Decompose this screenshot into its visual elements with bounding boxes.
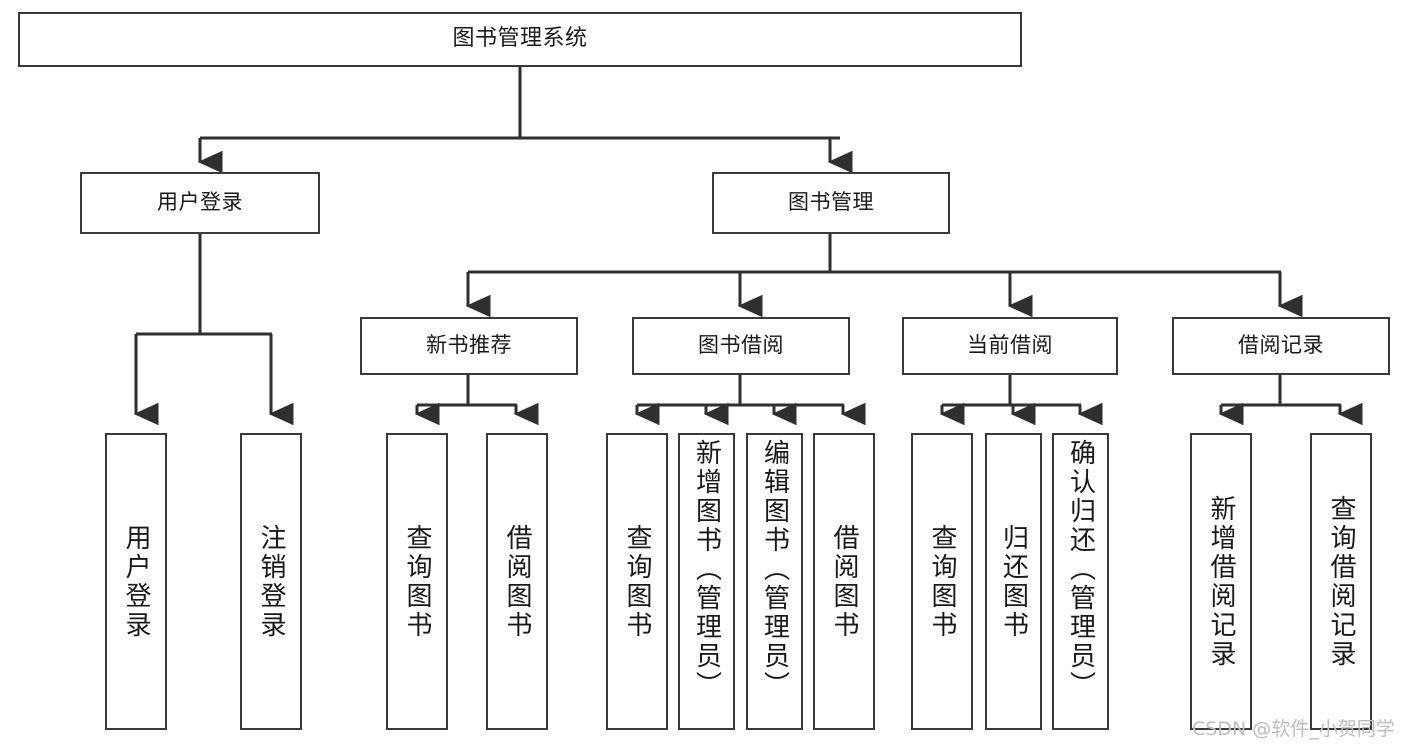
leaf-confirm-return[interactable]: 确认归还（管理员）: [1052, 433, 1109, 730]
leaf-borrow-book-1[interactable]: 借阅图书: [486, 433, 548, 730]
node-book-manage[interactable]: 图书管理: [712, 172, 950, 234]
leaf-add-book-label: 新增图书（管理员）: [691, 439, 722, 700]
node-book-borrow-label: 图书借阅: [698, 333, 784, 358]
node-root[interactable]: 图书管理系统: [18, 12, 1022, 67]
leaf-logout-login[interactable]: 注销登录: [240, 433, 302, 730]
leaf-edit-book[interactable]: 编辑图书（管理员）: [746, 433, 803, 730]
leaf-return-book[interactable]: 归还图书: [985, 433, 1042, 730]
leaf-borrow-book-2[interactable]: 借阅图书: [813, 433, 875, 730]
node-current-borrow[interactable]: 当前借阅: [902, 317, 1118, 375]
leaf-query-record[interactable]: 查询借阅记录: [1310, 433, 1372, 730]
leaf-user-login[interactable]: 用户登录: [105, 433, 167, 730]
leaf-edit-book-label: 编辑图书（管理员）: [759, 439, 790, 700]
node-borrow-record-label: 借阅记录: [1238, 333, 1324, 358]
leaf-query-record-label: 查询借阅记录: [1326, 494, 1357, 669]
node-new-book-recommend-label: 新书推荐: [426, 333, 512, 358]
node-borrow-record[interactable]: 借阅记录: [1172, 317, 1390, 375]
watermark: CSDN @软件_小贺同学: [1192, 718, 1395, 740]
leaf-borrow-book-2-label: 借阅图书: [829, 523, 860, 640]
leaf-return-book-label: 归还图书: [998, 523, 1029, 640]
leaf-query-book-3-label: 查询图书: [927, 523, 958, 640]
leaf-query-book-1[interactable]: 查询图书: [386, 433, 448, 730]
node-root-label: 图书管理系统: [452, 26, 588, 52]
node-user-login[interactable]: 用户登录: [80, 172, 320, 234]
node-book-borrow[interactable]: 图书借阅: [632, 317, 850, 375]
leaf-query-book-3[interactable]: 查询图书: [911, 433, 973, 730]
node-user-login-label: 用户登录: [157, 190, 243, 215]
node-current-borrow-label: 当前借阅: [967, 333, 1053, 358]
leaf-add-book[interactable]: 新增图书（管理员）: [678, 433, 735, 730]
node-new-book-recommend[interactable]: 新书推荐: [360, 317, 578, 375]
leaf-logout-login-label: 注销登录: [256, 523, 287, 640]
leaf-borrow-book-1-label: 借阅图书: [502, 523, 533, 640]
node-book-manage-label: 图书管理: [788, 190, 874, 215]
leaf-query-book-2-label: 查询图书: [622, 523, 653, 640]
leaf-add-record-label: 新增借阅记录: [1206, 494, 1237, 669]
leaf-query-book-2[interactable]: 查询图书: [606, 433, 668, 730]
leaf-confirm-return-label: 确认归还（管理员）: [1065, 439, 1096, 700]
leaf-user-login-label: 用户登录: [121, 523, 152, 640]
leaf-add-record[interactable]: 新增借阅记录: [1190, 433, 1252, 730]
leaf-query-book-1-label: 查询图书: [402, 523, 433, 640]
